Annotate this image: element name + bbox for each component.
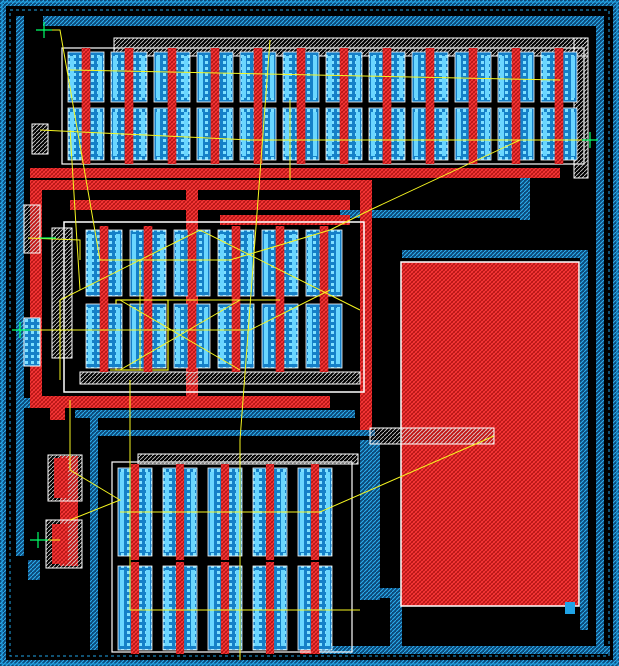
- top-array-finger: [282, 48, 320, 164]
- top-array-finger: [368, 48, 406, 164]
- pin-markers: [12, 22, 598, 548]
- capacitor: [369, 261, 580, 614]
- top-array-finger: [110, 48, 148, 164]
- bottom-array-finger: [207, 464, 243, 654]
- left-devices: [23, 123, 83, 569]
- top-array-finger: [239, 48, 277, 164]
- middle-array-finger: [129, 226, 167, 372]
- top-array-finger: [454, 48, 492, 164]
- top-transistor-array: [61, 37, 589, 179]
- bottom-array-finger: [252, 464, 288, 654]
- top-array-finger: [325, 48, 363, 164]
- top-array-finger: [67, 48, 105, 164]
- bottom-array-finger: [162, 464, 198, 654]
- flight-lines: [20, 29, 590, 660]
- middle-array-finger: [85, 226, 123, 372]
- top-array-finger: [540, 48, 578, 164]
- top-array-finger: [497, 48, 535, 164]
- metal-routing: [16, 16, 610, 654]
- middle-array-finger: [173, 226, 211, 372]
- middle-array-finger: [261, 226, 299, 372]
- top-array-finger: [153, 48, 191, 164]
- middle-transistor-array: [51, 221, 365, 393]
- bottom-array-finger: [117, 464, 153, 654]
- middle-array-finger: [305, 226, 343, 372]
- top-array-finger: [196, 48, 234, 164]
- bottom-array-finger: [297, 464, 333, 654]
- top-array-finger: [411, 48, 449, 164]
- bottom-transistor-array: [111, 453, 359, 654]
